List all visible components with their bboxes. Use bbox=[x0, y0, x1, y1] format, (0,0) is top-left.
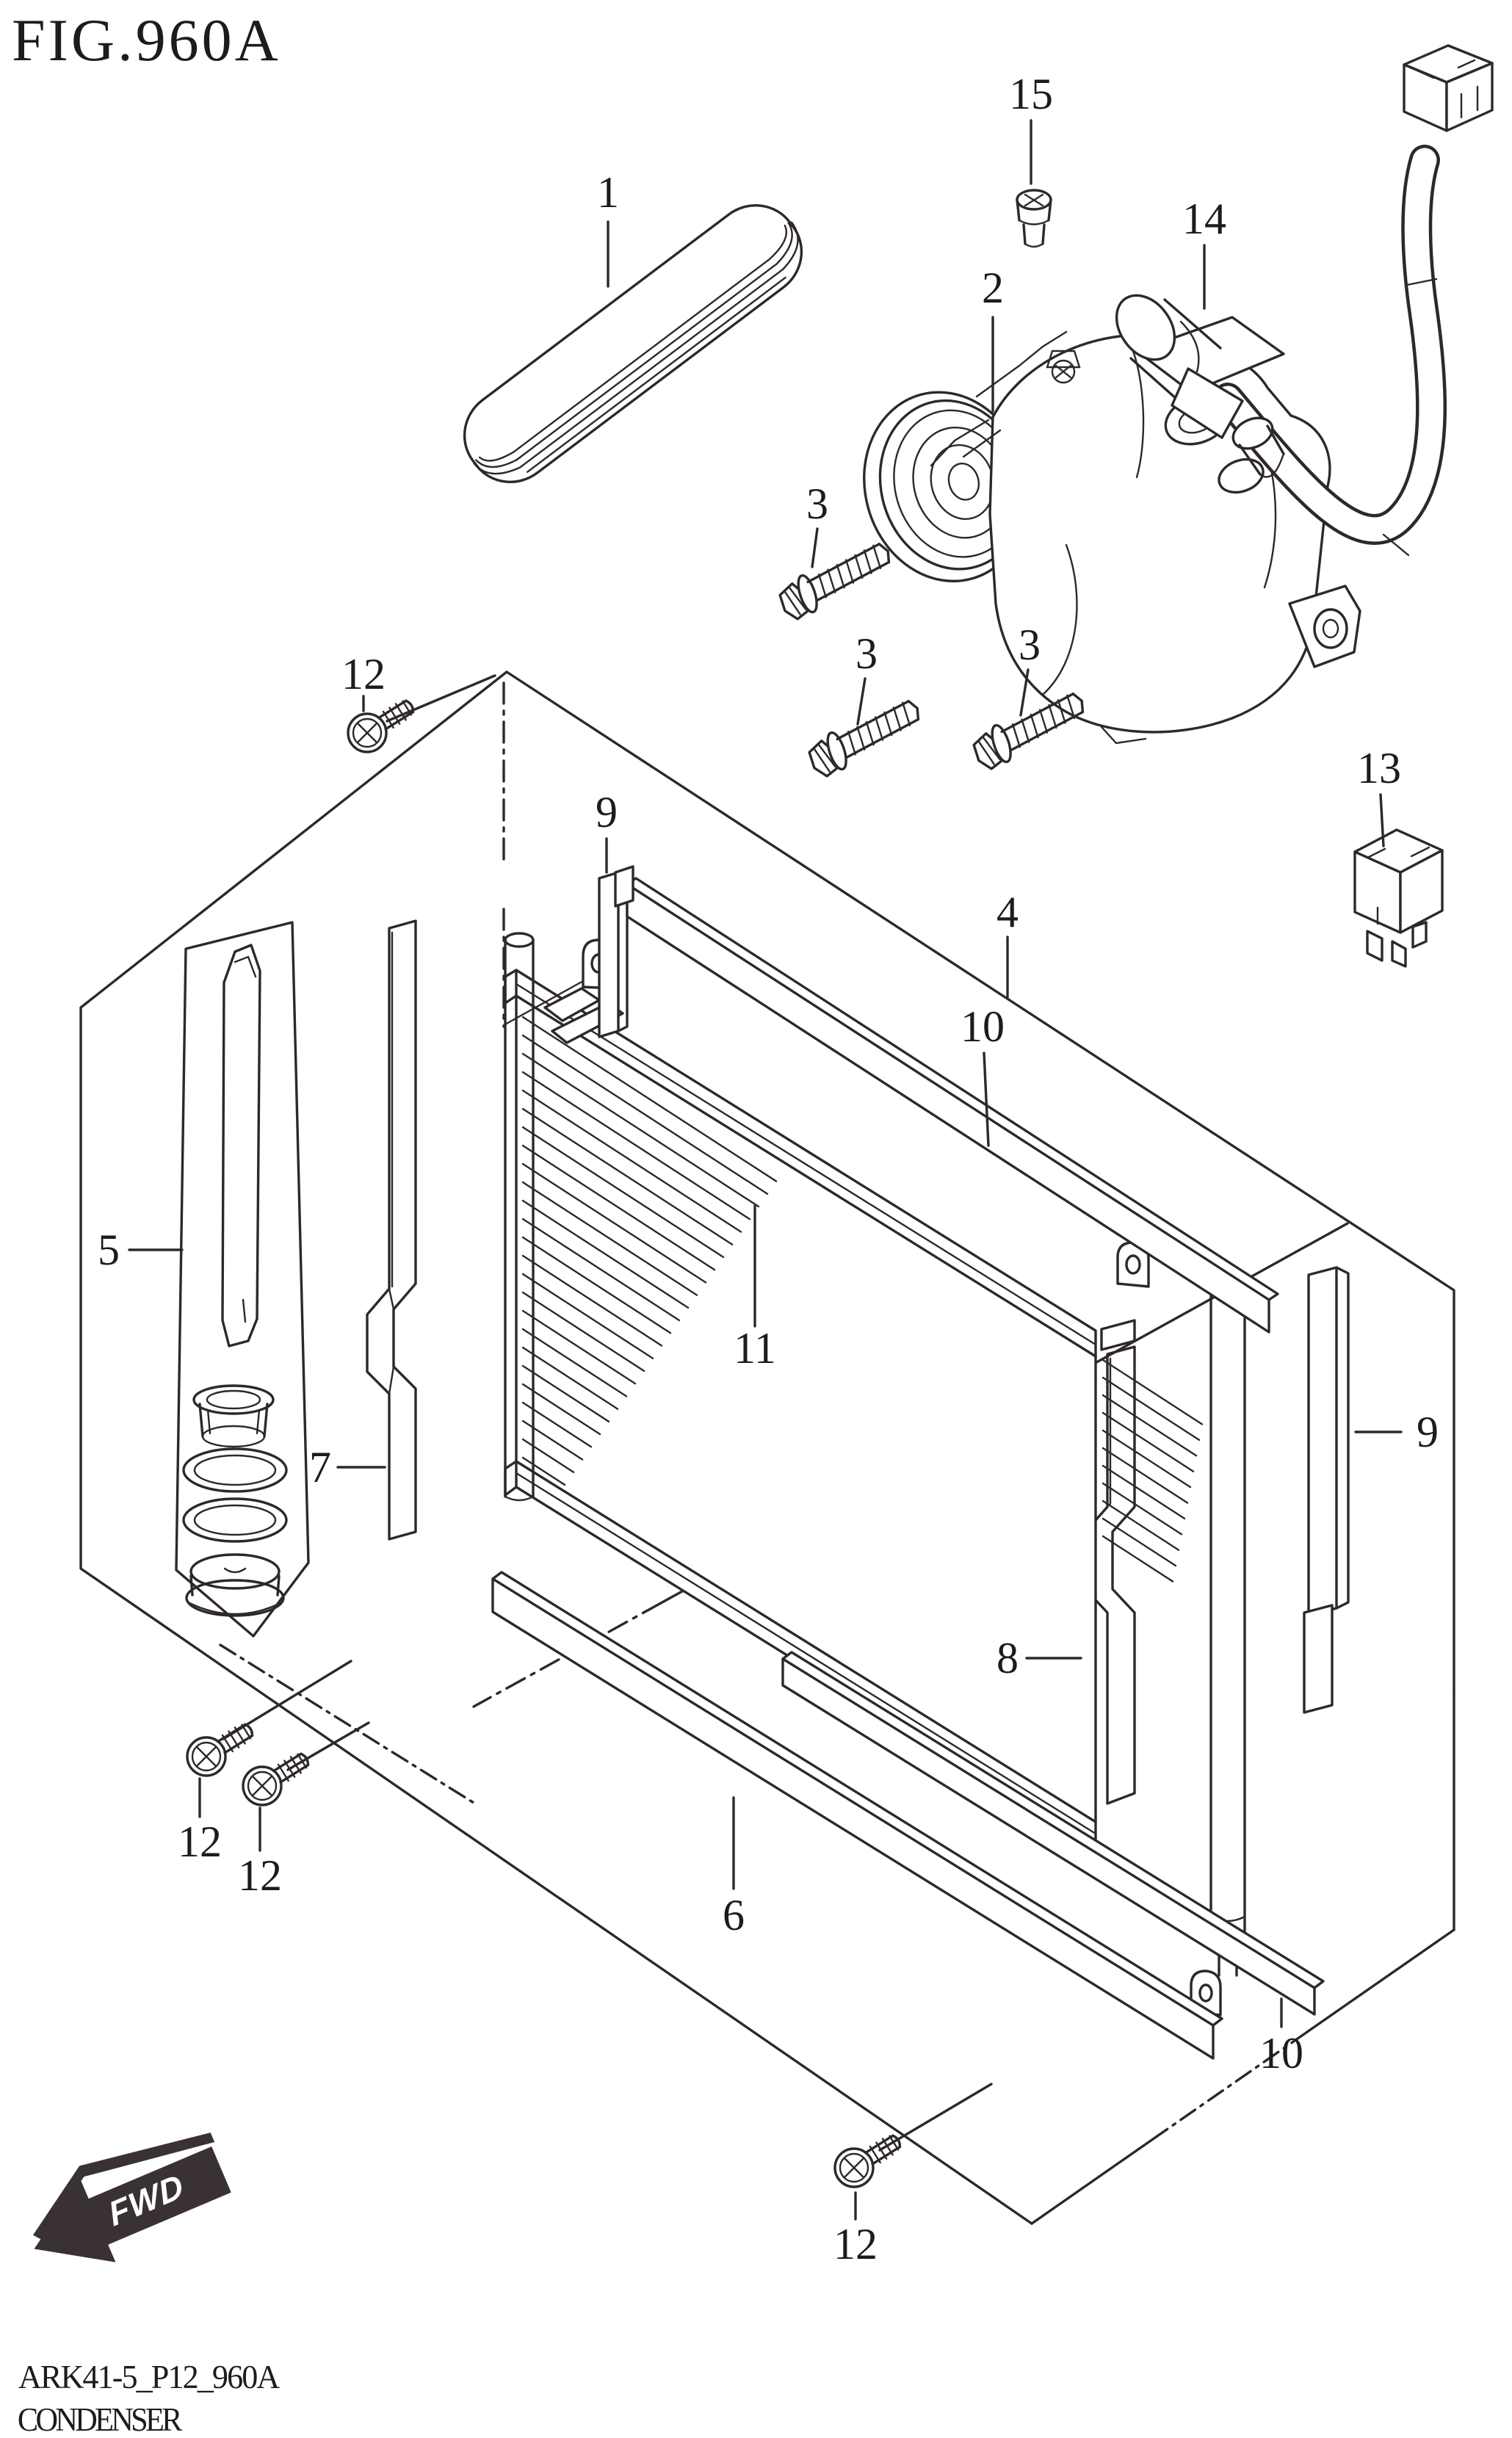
lower-rail bbox=[491, 1571, 1223, 2060]
part-label-12-d: 12 bbox=[833, 2220, 878, 2268]
fin-hatching-left bbox=[521, 1016, 778, 1486]
screw-axis-line bbox=[219, 1643, 479, 1806]
part-label-3-c: 3 bbox=[1019, 621, 1041, 669]
fin-hatching-right bbox=[1102, 1359, 1204, 1582]
part-label-3-a: 3 bbox=[806, 480, 828, 528]
part-label-12-c: 12 bbox=[238, 1851, 282, 1900]
part-label-7: 7 bbox=[309, 1443, 331, 1491]
condenser-core bbox=[504, 969, 1204, 1848]
part-label-12-a: 12 bbox=[341, 650, 386, 698]
part-label-10-lower: 10 bbox=[1259, 2029, 1303, 2077]
part-label-9-left: 9 bbox=[596, 788, 618, 836]
bolt-3-a bbox=[772, 532, 899, 626]
part-label-9-right: 9 bbox=[1417, 1408, 1439, 1456]
screw-12-b bbox=[186, 1719, 257, 1777]
screw-12-d bbox=[833, 2130, 905, 2188]
figure-caption: CONDENSER bbox=[18, 2401, 183, 2438]
relay bbox=[1353, 828, 1444, 968]
part-label-8: 8 bbox=[996, 1634, 1019, 1682]
figure-title: FIG.960A bbox=[12, 7, 281, 73]
screw-12-c bbox=[242, 1748, 313, 1806]
part-label-5: 5 bbox=[98, 1226, 120, 1274]
compressor bbox=[863, 316, 1361, 745]
part-label-15: 15 bbox=[1009, 70, 1053, 118]
part-label-6: 6 bbox=[723, 1891, 745, 1939]
part-label-10-upper: 10 bbox=[961, 1002, 1005, 1051]
part-label-1: 1 bbox=[597, 168, 619, 217]
air-guide-panel bbox=[175, 921, 310, 1638]
valve-cap bbox=[1016, 189, 1052, 248]
seal-upper bbox=[614, 865, 1279, 1334]
part-label-14: 14 bbox=[1182, 195, 1226, 243]
part-label-4: 4 bbox=[996, 888, 1019, 936]
seal-lower bbox=[781, 1651, 1325, 2016]
part-label-2: 2 bbox=[982, 264, 1004, 312]
left-bracket bbox=[366, 919, 417, 1541]
seal-right bbox=[1303, 1266, 1350, 1714]
inlet-pipe bbox=[504, 932, 535, 1502]
part-label-13: 13 bbox=[1357, 744, 1401, 792]
screw-12-a bbox=[347, 695, 418, 753]
part-label-12-b: 12 bbox=[178, 1817, 222, 1866]
part-label-11: 11 bbox=[734, 1324, 776, 1372]
belt bbox=[463, 203, 803, 484]
part-label-3-b: 3 bbox=[856, 629, 878, 678]
leader-lines bbox=[128, 119, 1403, 2221]
figure-code: ARK41-5_P12_960A bbox=[18, 2358, 281, 2395]
bolt-3-b bbox=[801, 689, 928, 784]
discharge-hose bbox=[1115, 44, 1494, 557]
fwd-arrow: FWD bbox=[32, 2133, 231, 2262]
